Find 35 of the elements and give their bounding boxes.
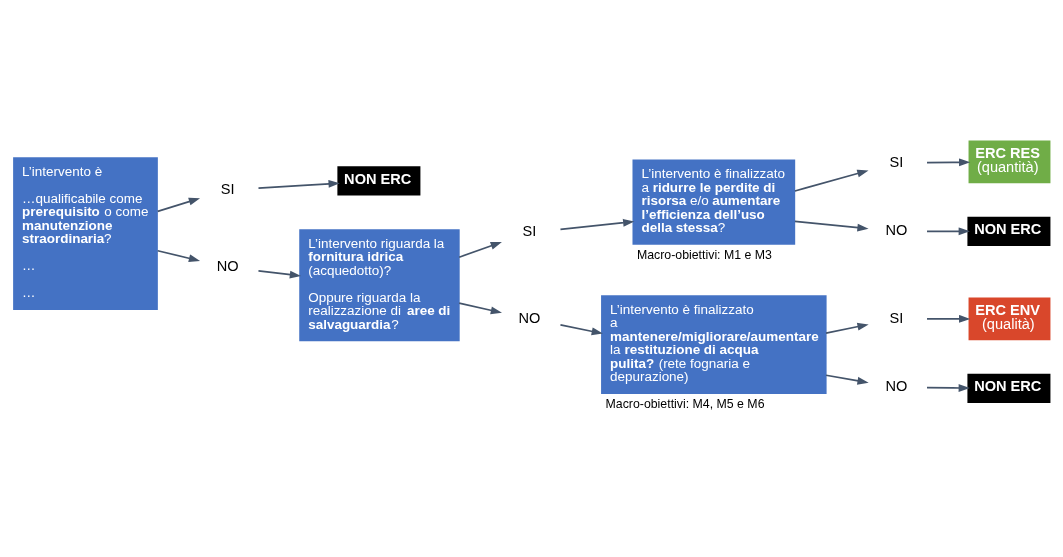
node-text: NO [216, 258, 239, 275]
arrow [794, 220, 869, 232]
node-text: NO [518, 309, 541, 326]
node-box: L’intervento è finalizzato a mantenere/migliorare/aumentare la restituzione di acqua pulita? (rete fognaria e depurazione) [601, 295, 827, 395]
node-box: L’intervento è …qualificabile come prerequisito o come manutenzione straordinaria? … … [13, 157, 158, 310]
arrow [458, 302, 502, 315]
node-box: NON ERC [967, 373, 1051, 404]
arrow [926, 314, 971, 323]
arrow [825, 322, 869, 334]
node-label: Macro-obiettivi: M4, M5 e M6 [605, 397, 765, 412]
node-box: NON ERC [967, 216, 1051, 246]
node-text: SI [522, 223, 537, 240]
arrow [458, 242, 502, 258]
arrow [926, 158, 971, 167]
arrow [559, 324, 603, 336]
node-label: Macro-obiettivi: M1 e M3 [636, 248, 772, 263]
node-text: NO [885, 222, 908, 239]
node-text: SI [889, 309, 904, 326]
node-text: SI [889, 153, 904, 170]
node-text: NO [885, 378, 908, 395]
arrow [794, 169, 869, 192]
arrow [156, 249, 201, 263]
arrow [825, 374, 869, 385]
arrow [257, 270, 302, 279]
node-box: NON ERC [337, 166, 421, 196]
arrow [257, 179, 340, 189]
arrow [156, 197, 201, 213]
arrow [559, 218, 635, 231]
node-box: ERC ENV (qualità) [968, 297, 1051, 341]
arrow [926, 384, 970, 392]
arrow [926, 227, 970, 236]
node-text: SI [220, 180, 235, 197]
node-box: L’intervento è finalizzato a ridurre le perdite di risorsa e/o aumentare l’efficienza dell’uso della stessa? [632, 159, 796, 245]
node-box: L’intervento riguarda la fornitura idrica (acquedotto)? Oppure riguarda la realizzazione di aree di salvaguardia? [299, 229, 460, 342]
node-box: ERC RES (quantità) [968, 140, 1051, 184]
